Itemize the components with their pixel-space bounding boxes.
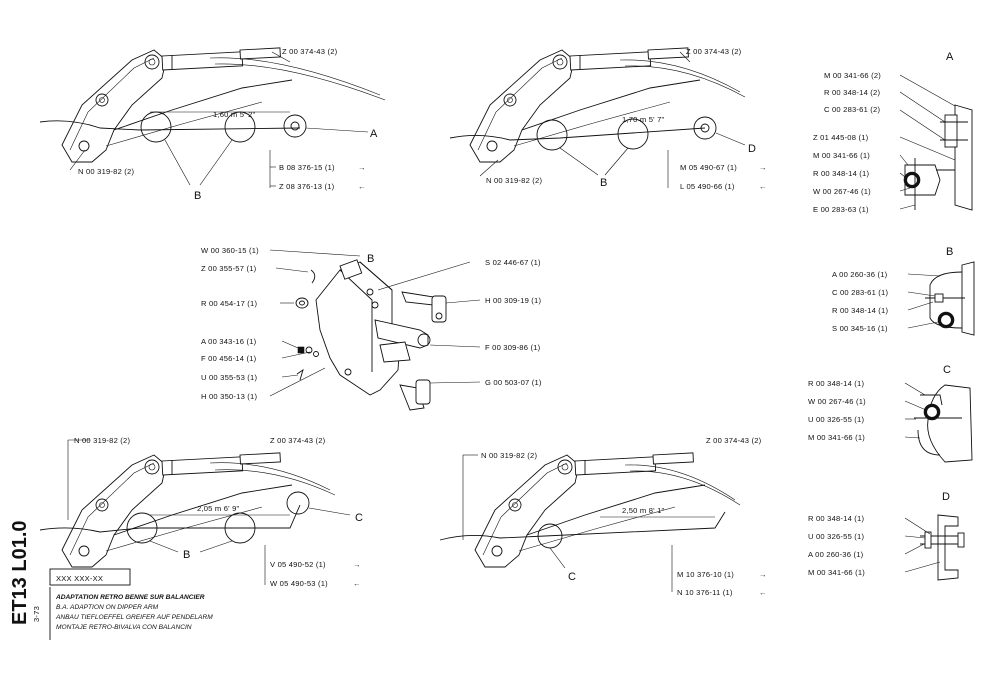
dimension-label: 1,70 m 5' 7"	[622, 115, 665, 124]
dimension-label: 2,50 m 8' 1"	[622, 506, 665, 515]
title-es: MONTAJE RETRO-BIVALVA CON BALANCIN	[56, 624, 192, 631]
cable-label: Z 00 374-43 (2)	[282, 47, 338, 56]
detail-title: C	[943, 364, 951, 376]
detail-letter: C	[355, 512, 363, 524]
dimension-label: 2,05 m 6' 9"	[197, 504, 240, 513]
sheet-code: ET13 L01.0	[9, 520, 31, 625]
part-label: E 00 283-63 (1)	[813, 205, 869, 214]
part-label: W 00 267-46 (1)	[813, 187, 871, 196]
dimension-label: 1,60 m 5' 2"	[213, 110, 256, 119]
detail-letter: B	[367, 253, 374, 265]
arrow-left-icon: ←	[353, 579, 361, 588]
cable-label: Z 00 374-43 (2)	[706, 436, 762, 445]
arrow-right-icon: →	[759, 163, 767, 172]
detail-letter: B	[600, 177, 607, 189]
title-de: ANBAU TIEFLOEFFEL GREIFER AUF PENDELARM	[55, 614, 213, 621]
cable-label: Z 00 374-43 (2)	[686, 47, 742, 56]
boom-diagram-1: Z 00 374-43 (2) N 00 319-82 (2) 1,60 m 5…	[39, 47, 386, 202]
part-label: R 00 348-14 (1)	[808, 514, 864, 523]
hose-label: N 00 319-82 (2)	[481, 451, 537, 460]
bracket-assembly: W 00 360-15 (1) Z 00 355-57 (1) R 00 454…	[201, 246, 542, 411]
part-label: C 00 283-61 (1)	[832, 288, 888, 297]
title-block: ET13 L01.0 3-73 XXX XXX-XX ADAPTATION RE…	[9, 520, 213, 640]
part-label: M 00 341-66 (1)	[808, 568, 865, 577]
part-label: C 00 283-61 (2)	[824, 105, 880, 114]
part-label: R 00 348-14 (2)	[824, 88, 880, 97]
part-label: Z 00 355-57 (1)	[201, 264, 257, 273]
arrow-right-icon: →	[353, 560, 361, 569]
detail-title: B	[946, 246, 953, 258]
part-label: F 00 456-14 (1)	[201, 354, 257, 363]
date-code: 3-73	[32, 606, 41, 622]
detail-d: D R 00 348-14 (1) U 00 326-55 (1) A 00 2…	[808, 491, 965, 581]
arrow-left-icon: ←	[358, 182, 366, 191]
detail-letter: B	[183, 549, 190, 561]
part-label: W 05 490-53 (1)	[270, 579, 328, 588]
detail-a: A M 00 341-66 (2) R 00 348-14 (2) C 00 2…	[813, 51, 973, 214]
part-label: A 00 343-16 (1)	[201, 337, 257, 346]
detail-letter: D	[748, 143, 756, 155]
detail-letter: A	[370, 128, 378, 140]
title-fr: ADAPTATION RETRO BENNE SUR BALANCIER	[55, 594, 205, 601]
detail-b: B A 00 260-36 (1) C 00 283-61 (1) R 00 3…	[832, 246, 975, 336]
hose-label: N 00 319-82 (2)	[78, 167, 134, 176]
part-label: S 02 446-67 (1)	[485, 258, 541, 267]
part-label: H 00 309-19 (1)	[485, 296, 541, 305]
boom-diagram-4: N 00 319-82 (2) Z 00 374-43 (2) 2,50 m 8…	[439, 436, 767, 597]
cable-label: Z 00 374-43 (2)	[270, 436, 326, 445]
part-label: A 00 260-36 (1)	[808, 550, 864, 559]
part-label: M 00 341-66 (1)	[808, 433, 865, 442]
hose-label: N 00 319-82 (2)	[486, 176, 542, 185]
detail-title: A	[946, 51, 954, 63]
part-label: U 00 326-55 (1)	[808, 415, 864, 424]
detail-title: D	[942, 491, 950, 503]
arrow-left-icon: ←	[759, 588, 767, 597]
detail-letter: B	[194, 190, 201, 202]
part-label: W 00 267-46 (1)	[808, 397, 866, 406]
part-label: U 00 355-53 (1)	[201, 373, 257, 382]
arrow-left-icon: ←	[759, 182, 767, 191]
title-en: B.A. ADAPTION ON DIPPER ARM	[56, 604, 159, 611]
arrow-right-icon: →	[358, 163, 366, 172]
hose-label: N 00 319-82 (2)	[74, 436, 130, 445]
part-label: M 00 341-66 (2)	[824, 71, 881, 80]
part-label: Z 08 376-13 (1)	[279, 182, 335, 191]
part-label: M 00 341-66 (1)	[813, 151, 870, 160]
part-label: A 00 260-36 (1)	[832, 270, 888, 279]
part-label: M 05 490-67 (1)	[680, 163, 737, 172]
detail-c: C R 00 348-14 (1) W 00 267-46 (1) U 00 3…	[808, 364, 973, 463]
boom-diagram-2: Z 00 374-43 (2) N 00 319-82 (2) 1,70 m 5…	[449, 47, 767, 191]
part-label: W 00 360-15 (1)	[201, 246, 259, 255]
part-label: V 05 490-52 (1)	[270, 560, 326, 569]
part-label: Z 01 445-08 (1)	[813, 133, 869, 142]
part-label: R 00 348-14 (1)	[808, 379, 864, 388]
boom-diagram-3: N 00 319-82 (2) Z 00 374-43 (2) 2,05 m 6…	[39, 436, 363, 588]
part-label: B 08 376-15 (1)	[279, 163, 335, 172]
part-label: S 00 345-16 (1)	[832, 324, 888, 333]
part-label: L 05 490-66 (1)	[680, 182, 735, 191]
part-label: R 00 348-14 (1)	[813, 169, 869, 178]
part-label: U 00 326-55 (1)	[808, 532, 864, 541]
part-label: R 00 454-17 (1)	[201, 299, 257, 308]
part-label: H 00 350-13 (1)	[201, 392, 257, 401]
part-number: XXX XXX-XX	[56, 574, 103, 583]
arrow-right-icon: →	[759, 570, 767, 579]
part-label: M 10 376-10 (1)	[677, 570, 734, 579]
part-label: G 00 503-07 (1)	[485, 378, 542, 387]
part-label: N 10 376-11 (1)	[677, 588, 733, 597]
part-label: R 00 348-14 (1)	[832, 306, 888, 315]
part-label: F 00 309-86 (1)	[485, 343, 541, 352]
detail-letter: C	[568, 571, 576, 583]
